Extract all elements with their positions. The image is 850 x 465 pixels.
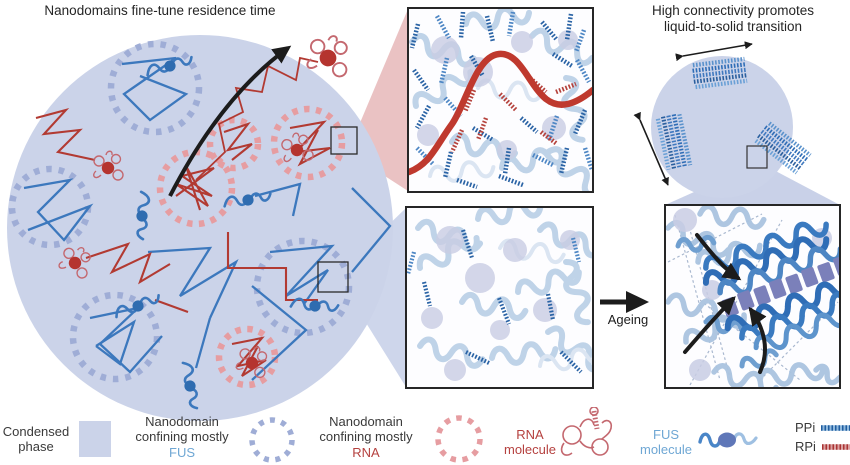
nanodomain-fus <box>69 291 161 383</box>
panel-rna-nanodomain-zoom <box>408 8 593 192</box>
zoom-source-box-fus <box>317 261 349 293</box>
legend-rna-molecule-label: RNA molecule <box>503 427 557 458</box>
condensed-phase-droplet <box>7 35 393 421</box>
ppi-segments <box>406 229 583 374</box>
ppi-legend-icon <box>821 424 850 431</box>
nanodomain-rna <box>270 105 346 181</box>
rna-escape-trajectory <box>195 56 319 181</box>
ppi-label: PPi <box>795 420 816 435</box>
legend-rpi-row: RPi <box>795 439 850 454</box>
recruitment-arrows <box>683 233 767 374</box>
rpi-label: RPi <box>795 439 816 454</box>
nanodomain-fus-legend-icon <box>249 417 295 463</box>
left-title: Nanodomains fine-tune residence time <box>44 3 276 18</box>
fus-trajectories <box>23 56 392 381</box>
fibril-bundle <box>754 121 812 175</box>
nanodomain-fus <box>107 40 203 136</box>
rpi-legend-icon <box>821 443 850 450</box>
fibril-bundle <box>692 56 748 90</box>
panel-fibril-border <box>664 204 841 389</box>
legend-nanodomain-fus-label: Nanodomain confining mostly FUS <box>135 414 229 460</box>
fibril-assembly <box>698 208 840 364</box>
panel-rna-nanodomain-border <box>407 7 594 193</box>
condensed-phase-swatch-icon <box>79 421 111 457</box>
zoom-source-box-rna <box>330 126 358 155</box>
panel-fus-nanodomain-zoom <box>406 207 593 388</box>
aged-droplet <box>651 56 793 198</box>
nanodomain-rna <box>215 325 279 389</box>
legend-fus-molecule-label: FUS molecule <box>639 427 693 458</box>
rna-molecule-escaped <box>305 31 353 79</box>
fus-molecule-legend-icon <box>698 432 758 448</box>
rna-molecule-legend-icon <box>560 407 613 456</box>
legend-condensed-phase-label: Condensed phase <box>2 424 70 455</box>
nanodomain-fus <box>253 237 353 337</box>
legend-nanodomain-rna-label: Nanodomain confining mostly RNA <box>319 414 413 460</box>
zoom-source-box-fibril <box>746 145 768 169</box>
rna-strand <box>408 50 593 176</box>
oscillation-arrows <box>633 41 753 186</box>
rpi-segments <box>449 76 577 153</box>
protein-blobs <box>421 226 580 381</box>
nanodomain-rna-legend-icon <box>435 415 483 463</box>
panel-fibril-zoom <box>665 205 840 388</box>
ageing-label: Ageing <box>607 312 649 327</box>
right-title-line1: High connectivity promotes <box>651 3 815 18</box>
panel-fus-nanodomain-border <box>405 206 594 389</box>
legend-ppi-row: PPi <box>795 420 850 435</box>
right-title-line2: liquid-to-solid transition <box>663 19 803 35</box>
nanodomain-rna <box>206 116 262 172</box>
fibril-core <box>721 255 840 318</box>
ppi-segments <box>409 11 593 190</box>
escape-arrow <box>168 45 292 197</box>
right-title: High connectivity promotes liquid-to-sol… <box>622 3 844 35</box>
